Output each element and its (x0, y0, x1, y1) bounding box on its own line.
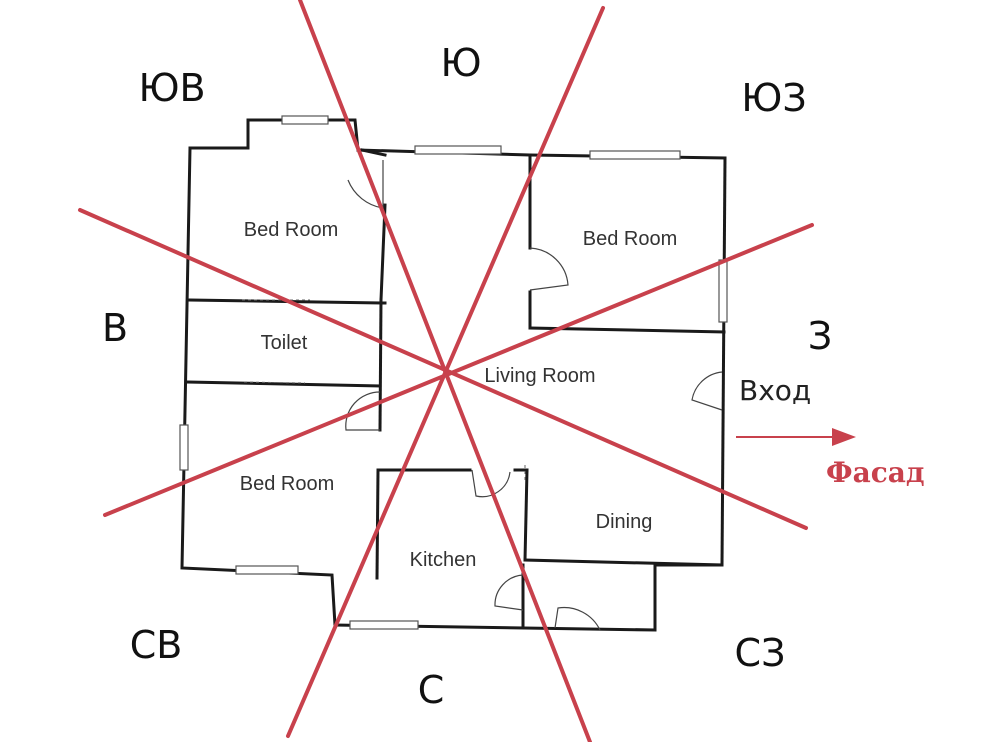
facade-label: Фасад (826, 456, 925, 489)
direction-label-w: З (808, 314, 832, 358)
wall-bottom-right (333, 563, 724, 632)
direction-axes (78, 0, 814, 742)
wall-top-left-block (188, 118, 360, 152)
wall-dining-bottom (523, 558, 724, 567)
wall-right (720, 156, 727, 567)
window-bottom-kitchen (349, 620, 419, 630)
entrance-marker: Вход Фасад (736, 374, 925, 489)
room-label-toilet: Toilet (261, 332, 308, 354)
door-bedroom-tl (347, 160, 384, 209)
direction-label-e: В (102, 306, 128, 350)
axis-line-e-w-upper (103, 223, 814, 517)
direction-label-nw: СЗ (735, 631, 786, 675)
direction-labels: ЮВ Ю ЮЗ В З СВ С СЗ (102, 41, 832, 712)
direction-label-s: Ю (440, 41, 481, 85)
window-right (718, 259, 728, 323)
window-left (179, 424, 189, 471)
wall-kitchen-right-a (523, 468, 529, 562)
door-bedroom-bl (345, 391, 381, 431)
wall-bedroom-tl-corner (360, 148, 387, 157)
door-kitchen (471, 469, 511, 498)
doors (242, 160, 723, 631)
door-toilet-bottom (243, 381, 306, 384)
room-label-bedroom-bottom-left: Bed Room (240, 473, 335, 495)
door-bedroom-tr (529, 247, 569, 291)
room-label-bedroom-top-right: Bed Room (583, 228, 678, 250)
door-entrance (691, 371, 723, 411)
window-bottom-left (235, 565, 299, 575)
window-top-middle (414, 145, 502, 155)
wall-toilet-bottom (186, 380, 382, 388)
window-top-right (589, 150, 681, 160)
direction-label-sw: ЮЗ (741, 76, 806, 120)
window-top-left (281, 115, 329, 125)
facade-arrow-head (832, 428, 856, 446)
axis-line-e-w-lower (78, 208, 808, 530)
entrance-label: Вход (739, 374, 811, 407)
direction-label-se: ЮВ (138, 66, 205, 110)
room-label-bedroom-top-left: Bed Room (244, 219, 339, 241)
room-label-living-room: Living Room (484, 365, 595, 387)
windows (179, 115, 728, 630)
room-label-kitchen: Kitchen (410, 549, 477, 571)
room-label-dining: Dining (596, 511, 653, 533)
direction-label-n: С (418, 668, 445, 712)
door-dining-bottom (554, 606, 601, 631)
direction-label-ne: СВ (130, 623, 183, 667)
room-labels: Bed Room Bed Room Toilet Living Room Bed… (240, 219, 678, 571)
wall-toilet-right (378, 298, 383, 432)
wall-bedroom-bl-right (375, 468, 380, 580)
door-kitchen-bottom (494, 574, 524, 611)
